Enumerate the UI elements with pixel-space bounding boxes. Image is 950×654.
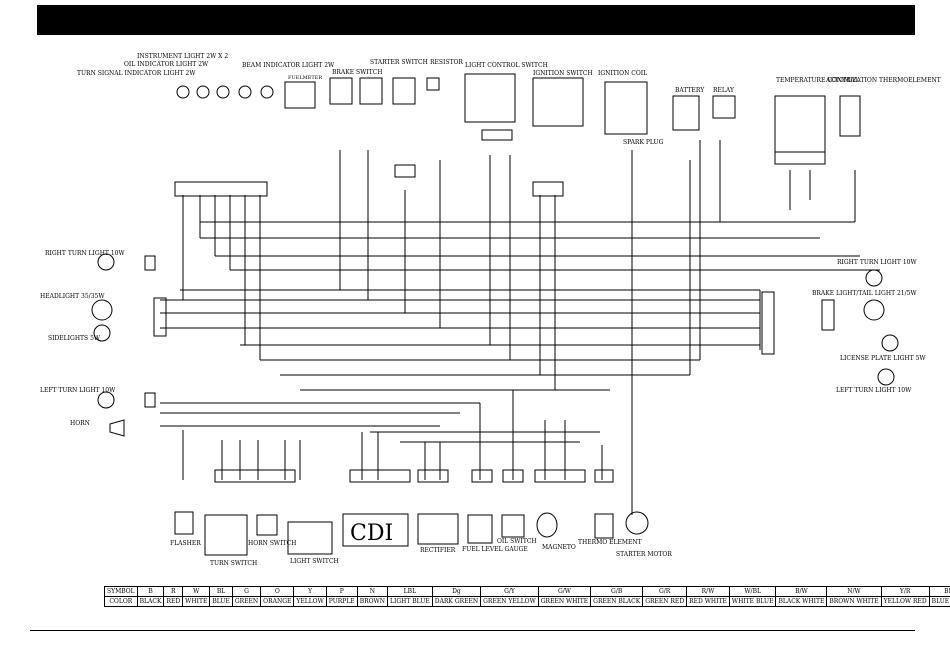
legend-symbol-cell: Y/R xyxy=(880,586,930,597)
legend-color-cell: GREEN YELLOW xyxy=(480,596,539,607)
legend-color-cell: LIGHT BLUE xyxy=(386,596,433,607)
horn-label: HORN xyxy=(70,420,90,427)
starter-switch-label: STARTER SWITCH xyxy=(370,59,428,66)
license-plate-label: LICENSE PLATE LIGHT 5W xyxy=(840,355,926,362)
legend-symbol-cell: B/W xyxy=(775,586,828,597)
starter-motor-label: STARTER MOTOR xyxy=(616,551,672,558)
legend-color-cell: RED WHITE xyxy=(686,596,730,607)
horn-switch-label: HORN SWITCH xyxy=(248,540,296,547)
legend-color-cell: GREEN xyxy=(231,596,262,607)
legend-symbol-cell: B xyxy=(136,586,165,597)
legend-symbol-cell: W/BL xyxy=(728,586,777,597)
legend-symbol-cell: G/Y xyxy=(480,586,539,597)
legend-color-cell: BLUE WHITE xyxy=(928,596,950,607)
brake-switch-label: BRAKE SWITCH xyxy=(332,69,383,76)
legend-color-cell: BROWN xyxy=(356,596,388,607)
legend-symbol-cell: W xyxy=(182,586,211,597)
oil-switch-label: OIL SWITCH xyxy=(497,538,537,545)
legend-color-cell: WHITE xyxy=(182,596,211,607)
legend-symbol-cell: R xyxy=(163,586,184,597)
right-turn-front-label: RIGHT TURN LIGHT 10W xyxy=(45,250,125,257)
legend-color-cell: YELLOW RED xyxy=(880,596,930,607)
legend-symbol-cell: LBL xyxy=(386,586,433,597)
actomization-label: ACTOMIZATION THERMOELEMENT xyxy=(825,77,941,84)
fuelmeter-label: FUELMETER xyxy=(288,75,322,81)
legend-symbol-cell: G/R xyxy=(642,586,688,597)
ignition-coil-label: IGNITION COIL xyxy=(598,70,647,77)
relay-label: RELAY xyxy=(713,87,735,94)
brake-tail-label: BRAKE LIGHT/TAIL LIGHT 21/5W xyxy=(812,290,917,297)
legend-color-cell: YELLOW xyxy=(293,596,327,607)
light-control-switch-label: LIGHT CONTROL SWITCH xyxy=(465,62,548,69)
legend-color-cell: BLACK WHITE xyxy=(775,596,828,607)
flasher-label: FLASHER xyxy=(170,540,201,547)
header-bar xyxy=(37,5,915,35)
legend-color-cell: PURPLE xyxy=(325,596,358,607)
legend-color-cell: GREEN BLACK xyxy=(590,596,644,607)
legend-color-cell: ORANGE xyxy=(260,596,295,607)
bottom-rule xyxy=(30,630,915,631)
legend-symbol-cell: N xyxy=(356,586,388,597)
legend-symbol-cell: G xyxy=(231,586,262,597)
legend-symbol-cell: O xyxy=(260,586,295,597)
headlight-label: HEADLIGHT 35/35W xyxy=(40,293,105,300)
legend-symbol-cell: BL xyxy=(209,586,233,597)
resistor-label: RESISTOR xyxy=(430,59,463,66)
legend-color-header: COLOR xyxy=(104,596,138,607)
left-turn-rear-label: LEFT TURN LIGHT 10W xyxy=(836,387,912,394)
beam-indicator-label: BEAM INDICATOR LIGHT 2W xyxy=(242,62,335,69)
rectifier-label: RECTIFIER xyxy=(420,547,456,554)
legend-symbol-cell: Dg xyxy=(431,586,482,597)
legend-symbol-cell: N/W xyxy=(826,586,882,597)
legend-symbol-cell: BL/W xyxy=(928,586,950,597)
legend-color-cell: BROWN WHITE xyxy=(826,596,882,607)
legend-symbol-cell: R/W xyxy=(686,586,730,597)
ignition-switch-label: IGNITION SWITCH xyxy=(533,70,593,77)
temperature-control-label: TEMPERATURE CONTRAL xyxy=(776,77,859,84)
legend-color-cell: WHITE BLUE xyxy=(728,596,777,607)
magneto-label: MAGNETO xyxy=(542,544,576,551)
battery-label: BATTERY xyxy=(675,87,705,94)
legend-color-cell: GREEN RED xyxy=(642,596,688,607)
legend-color-cell: BLUE xyxy=(209,596,233,607)
oil-indicator-label: OIL INDICATOR LIGHT 2W xyxy=(124,61,209,68)
left-turn-front-label: LEFT TURN LIGHT 10W xyxy=(40,387,116,394)
legend-color-cell: RED xyxy=(163,596,184,607)
cdi-label: CDI xyxy=(350,521,393,546)
sidelights-label: SIDELIGHTS 5W xyxy=(48,335,101,342)
spark-plug-label: SPARK PLUG xyxy=(623,139,664,146)
legend-symbol-cell: G/B xyxy=(590,586,644,597)
turn-signal-indicator-label: TURN SIGNAL INDICATOR LIGHT 2W xyxy=(77,70,196,77)
legend-symbol-cell: Y xyxy=(293,586,327,597)
legend-color-cell: GREEN WHITE xyxy=(537,596,592,607)
instrument-light-label: INSTRUMENT LIGHT 2W X 2 xyxy=(137,53,228,60)
fuel-level-gauge-label: FUEL LEVEL GAUGE xyxy=(462,546,528,553)
legend-color-cell: DARK GREEN xyxy=(431,596,482,607)
turn-switch-label: TURN SWITCH xyxy=(210,560,257,567)
thermo-element-label: THERMO ELEMENT xyxy=(578,539,642,546)
right-turn-rear-label: RIGHT TURN LIGHT 10W xyxy=(837,259,917,266)
light-switch-label: LIGHT SWITCH xyxy=(290,558,339,565)
legend-symbol-cell: G/W xyxy=(537,586,592,597)
legend-symbol-cell: P xyxy=(325,586,358,597)
legend-color-cell: BLACK xyxy=(136,596,165,607)
legend-symbol-header: SYMBOL xyxy=(104,586,138,597)
